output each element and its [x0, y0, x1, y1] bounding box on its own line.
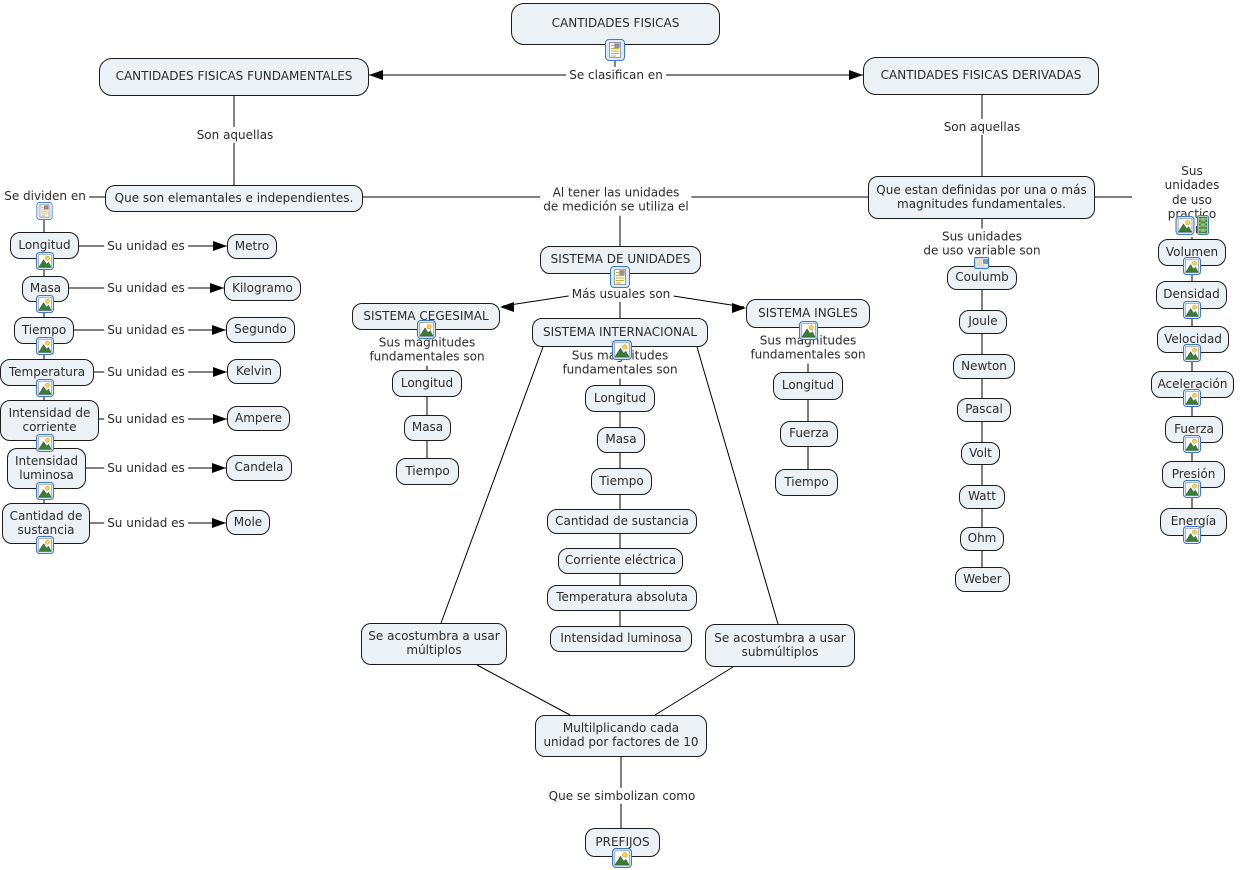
concept-ing-longitud[interactable]: Longitud — [773, 372, 843, 400]
image-resource-icon[interactable] — [1183, 389, 1201, 407]
concept-elementales-independientes[interactable]: Que son elemantales e independientes. — [105, 185, 363, 212]
link-label-son-aquellas-derivadas[interactable]: Son aquellas — [940, 118, 1024, 136]
image-resource-icon[interactable] — [1183, 435, 1201, 453]
concept-kelvin[interactable]: Kelvin — [227, 359, 281, 384]
concept-usar-submultiplos[interactable]: Se acostumbra a usar submúltiplos — [705, 624, 855, 667]
link-label-su-unidad-es-5[interactable]: Su unidad es — [104, 410, 188, 428]
concept-usar-multiplos[interactable]: Se acostumbra a usar múltiplos — [361, 623, 507, 665]
image-resource-icon[interactable] — [36, 536, 54, 554]
concept-int-intensidad-luminosa[interactable]: Intensidad luminosa — [550, 626, 692, 652]
concept-volt[interactable]: Volt — [961, 442, 1000, 465]
concept-sistema-internacional[interactable]: SISTEMA INTERNACIONAL — [532, 318, 708, 347]
link-label-uso-variable[interactable]: Sus unidades de uso variable son — [920, 228, 1044, 260]
concept-metro[interactable]: Metro — [227, 234, 277, 259]
image-resource-icon[interactable] — [36, 295, 54, 313]
concept-int-temperatura-absoluta[interactable]: Temperatura absoluta — [547, 585, 697, 611]
link-label-se-clasifican-en[interactable]: Se clasifican en — [566, 66, 666, 84]
image-resource-icon[interactable] — [417, 320, 436, 339]
image-resource-icon[interactable] — [1175, 216, 1195, 235]
concept-weber[interactable]: Weber — [955, 567, 1010, 592]
concept-factores-de-10[interactable]: Multilplicando cada unidad por factores … — [535, 715, 707, 757]
link-label-su-unidad-es-1[interactable]: Su unidad es — [104, 237, 188, 255]
image-resource-icon[interactable] — [36, 482, 54, 500]
image-resource-icon[interactable] — [36, 434, 54, 452]
video-resource-icon[interactable] — [1197, 215, 1209, 235]
concept-int-corriente-electrica[interactable]: Corriente eléctrica — [558, 548, 683, 574]
concept-longitud[interactable]: Longitud — [10, 232, 79, 259]
link-label-sus-magnitudes-cegesimal[interactable]: Sus magnitudes fundamentales son — [366, 334, 488, 366]
link-label-que-se-simbolizan[interactable]: Que se simbolizan como — [545, 787, 699, 805]
image-resource-icon[interactable] — [1183, 344, 1201, 362]
concept-kilogramo[interactable]: Kilogramo — [224, 276, 301, 301]
link-label-mas-usuales-son[interactable]: Más usuales son — [568, 285, 674, 303]
link-label-su-unidad-es-3[interactable]: Su unidad es — [104, 321, 188, 339]
link-label-al-tener-las-unidades[interactable]: Al tener las unidades de medición se uti… — [540, 184, 692, 216]
document-resource-icon[interactable] — [605, 39, 625, 61]
link-label-son-aquellas-fundamentales[interactable]: Son aquellas — [193, 126, 277, 144]
concept-int-longitud[interactable]: Longitud — [585, 385, 655, 412]
image-resource-icon[interactable] — [612, 340, 632, 360]
link-label-su-unidad-es-2[interactable]: Su unidad es — [104, 279, 188, 297]
concept-segundo[interactable]: Segundo — [226, 317, 295, 343]
link-label-su-unidad-es-6[interactable]: Su unidad es — [104, 459, 188, 477]
concept-pascal[interactable]: Pascal — [957, 398, 1011, 422]
concept-candela[interactable]: Candela — [226, 455, 292, 481]
concept-int-tiempo[interactable]: Tiempo — [591, 468, 652, 495]
concept-ohm[interactable]: Ohm — [960, 527, 1004, 551]
concept-ceg-masa[interactable]: Masa — [404, 415, 451, 441]
image-resource-icon[interactable] — [612, 848, 632, 868]
concept-ing-tiempo[interactable]: Tiempo — [775, 469, 838, 496]
concept-cantidades-fisicas[interactable]: CANTIDADES FISICAS — [511, 3, 720, 45]
concept-aceleracion[interactable]: Aceleración — [1151, 371, 1234, 398]
concept-sistema-cegesimal[interactable]: SISTEMA CEGESIMAL — [352, 303, 500, 330]
concept-int-masa[interactable]: Masa — [597, 427, 645, 453]
concept-ceg-tiempo[interactable]: Tiempo — [396, 458, 459, 485]
concept-ing-fuerza[interactable]: Fuerza — [780, 421, 838, 447]
concept-ampere[interactable]: Ampere — [227, 406, 290, 431]
document-resource-icon[interactable] — [610, 266, 630, 288]
concept-watt[interactable]: Watt — [959, 485, 1005, 509]
image-resource-icon[interactable] — [799, 321, 818, 340]
image-resource-icon[interactable] — [36, 252, 54, 270]
link-label-su-unidad-es-4[interactable]: Su unidad es — [104, 363, 188, 381]
link-label-se-dividen-en[interactable]: Se dividen en — [1, 187, 89, 205]
image-resource-icon[interactable] — [1183, 257, 1201, 275]
image-resource-icon[interactable] — [1183, 301, 1201, 319]
concept-coulumb[interactable]: Coulumb — [947, 266, 1017, 290]
concept-joule[interactable]: Joule — [959, 310, 1007, 334]
concept-newton[interactable]: Newton — [953, 354, 1015, 379]
concept-definidas-por-magnitudes[interactable]: Que estan definidas por una o más magnit… — [868, 176, 1095, 219]
image-resource-icon[interactable] — [1183, 480, 1201, 498]
media-resource-icon[interactable] — [974, 257, 989, 269]
concept-cantidades-derivadas[interactable]: CANTIDADES FISICAS DERIVADAS — [863, 57, 1099, 95]
concept-cantidades-fundamentales[interactable]: CANTIDADES FISICAS FUNDAMENTALES — [99, 58, 369, 96]
image-resource-icon[interactable] — [1183, 526, 1201, 544]
concept-mole[interactable]: Mole — [226, 510, 270, 535]
image-resource-icon[interactable] — [36, 379, 54, 397]
link-label-sus-magnitudes-ingles[interactable]: Sus magnitudes fundamentales son — [747, 332, 869, 364]
concept-ceg-longitud[interactable]: Longitud — [392, 370, 462, 397]
link-label-su-unidad-es-7[interactable]: Su unidad es — [104, 514, 188, 532]
image-resource-icon[interactable] — [36, 337, 54, 355]
document-resource-icon[interactable] — [36, 202, 53, 220]
concept-intensidad-luminosa[interactable]: Intensidad luminosa — [7, 448, 86, 489]
concept-int-cantidad-sustancia[interactable]: Cantidad de sustancia — [547, 509, 697, 534]
